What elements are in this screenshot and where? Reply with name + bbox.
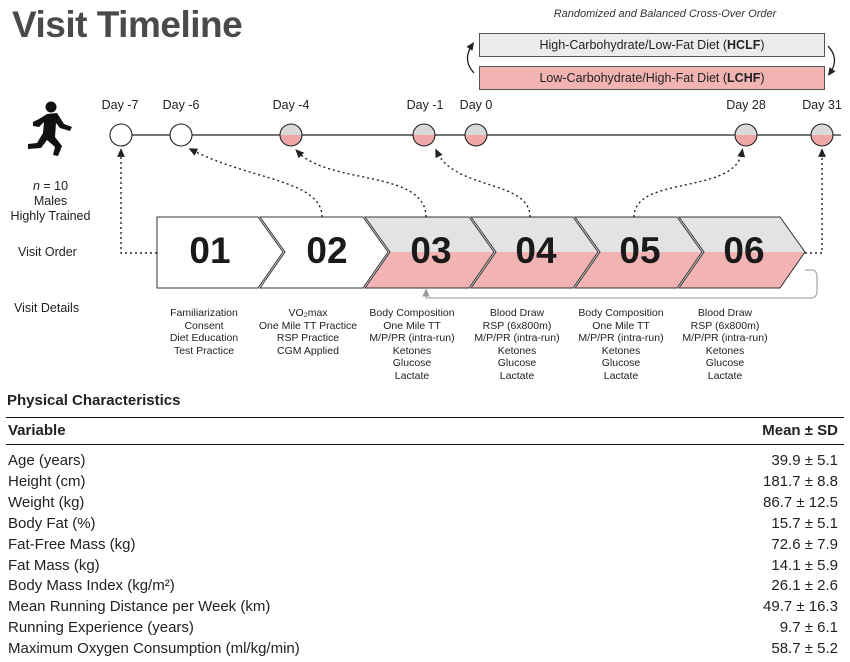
runner-icon (28, 101, 72, 156)
page-title: Visit Timeline (12, 4, 243, 45)
crossover-return-arrow (422, 269, 818, 299)
connector-visit-02 (188, 148, 323, 218)
visit-number: 03 (410, 230, 452, 271)
day-marker-day-minus-4 (279, 123, 303, 147)
day-marker-day-minus-7 (109, 123, 133, 147)
day-marker-day-28 (734, 123, 758, 147)
diet-hclf-suffix: ) (760, 38, 765, 52)
table-row: Fat Mass (kg)14.1 ± 5.9 (8, 556, 838, 574)
visit-details-label: Visit Details (14, 301, 80, 315)
chevron-visit-04 (470, 216, 599, 289)
connector-visit-03 (295, 149, 427, 218)
cycle-arrow-left (466, 41, 475, 74)
visit-timeline-diagram (28, 41, 841, 299)
table-row: Mean Running Distance per Week (km)49.7 … (8, 598, 838, 616)
connector-visit-05 (633, 148, 746, 218)
table-row: Body Fat (%)15.7 ± 5.1 (8, 514, 838, 532)
physical-characteristics-title: Physical Characteristics (7, 392, 181, 409)
participants-sex: Males (33, 194, 68, 208)
n-value: = 10 (39, 179, 69, 193)
header-mean-sd: Mean ± SD (762, 422, 838, 439)
participants-info: n = 10 Males Highly Trained (8, 179, 93, 224)
day-label: Day -1 (406, 98, 444, 112)
header-variable: Variable (8, 422, 66, 439)
n-symbol: n (32, 179, 40, 193)
diet-lchf-prefix: Low-Carbohydrate/High-Fat Diet ( (539, 71, 728, 85)
day-marker-day-minus-1 (412, 123, 436, 147)
day-marker-day-minus-6 (169, 123, 193, 147)
diet-lchf-suffix: ) (760, 71, 765, 85)
participants-status: Highly Trained (10, 209, 91, 223)
connector-visit-04 (435, 148, 531, 218)
connector-visit-06 (805, 148, 826, 254)
table-row: Fat-Free Mass (kg)72.6 ± 7.9 (8, 535, 838, 553)
visit-number: 06 (723, 230, 765, 271)
table-row: Running Experience (years)9.7 ± 6.1 (8, 619, 838, 637)
visit-number: 05 (619, 230, 661, 271)
table-row: Age (years)39.9 ± 5.1 (8, 452, 838, 469)
visit-number: 01 (189, 230, 231, 271)
day-marker-day-0 (464, 123, 488, 147)
table-header-row: Variable Mean ± SD (6, 417, 844, 444)
chevron-visit-05 (574, 216, 703, 289)
table-row: Body Mass Index (kg/m²)26.1 ± 2.6 (8, 577, 838, 595)
connector-visit-01 (117, 148, 157, 254)
table-row: Height (cm)181.7 ± 8.8 (8, 472, 838, 490)
table-row: Maximum Oxygen Consumption (ml/kg/min)58… (8, 640, 838, 658)
diet-lchf-code: LCHF (727, 71, 761, 85)
diet-hclf-code: HCLF (727, 38, 761, 52)
randomized-label: Randomized and Balanced Cross-Over Order (553, 8, 777, 20)
day-label: Day 0 (459, 98, 493, 112)
table-row: Weight (kg)86.7 ± 12.5 (8, 493, 838, 511)
chevron-visit-01 (156, 216, 284, 289)
visit-number: 04 (515, 230, 557, 271)
diet-box-hclf: High-Carbohydrate/Low-Fat Diet (HCLF) (479, 33, 825, 57)
day-marker-day-31 (810, 123, 834, 147)
visit-number: 02 (306, 230, 348, 271)
diet-hclf-prefix: High-Carbohydrate/Low-Fat Diet ( (539, 38, 728, 52)
day-label: Day -6 (162, 98, 200, 112)
chevron-visit-02 (259, 216, 389, 289)
chevron-visit-06 (678, 216, 806, 289)
day-label: Day -7 (101, 98, 139, 112)
chevron-visit-03 (364, 216, 495, 289)
diet-box-lchf: Low-Carbohydrate/High-Fat Diet (LCHF) (479, 66, 825, 90)
cycle-arrow-right (827, 45, 836, 76)
day-label: Day 31 (802, 98, 842, 112)
visit-order-label: Visit Order (18, 245, 77, 259)
day-label: Day -4 (272, 98, 310, 112)
day-label: Day 28 (726, 98, 766, 112)
